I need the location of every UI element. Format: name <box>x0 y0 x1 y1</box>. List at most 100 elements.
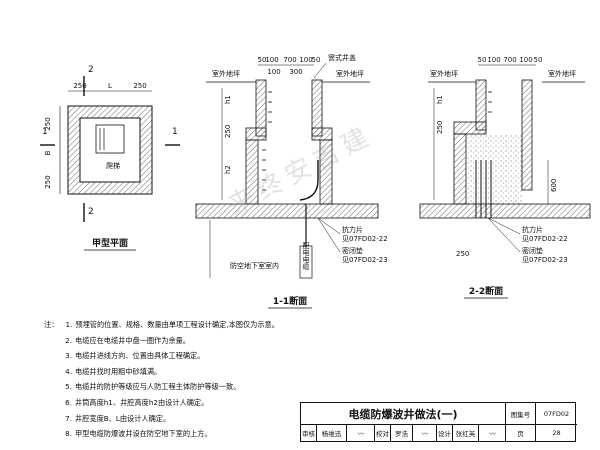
s1-shoulder-left <box>245 127 267 141</box>
s2-dim-250: 250 <box>436 121 444 134</box>
note-text: 电缆井的防护等级应与人防工程主体防护等级一致。 <box>75 382 241 392</box>
s2-dim-600: 600 <box>550 179 558 192</box>
s2-dim-0: 50 <box>478 56 487 64</box>
s1-callout-leader-1 <box>317 217 341 235</box>
notes-row-3: 3.电缆井进线方向、位置由具体工程确定。 <box>44 348 324 364</box>
plan-ladder-label: 爬梯 <box>106 161 120 170</box>
s1-dim-1: 100 <box>265 56 278 64</box>
s1-cable-label: 配电电缆 <box>302 242 310 271</box>
note-text: 电缆井找时用粗中砂填满。 <box>75 366 162 376</box>
s1-h1: h1 <box>224 95 232 104</box>
s1-callout-2-ref: 见07FD02-23 <box>342 256 388 264</box>
note-number: 7. <box>65 413 72 423</box>
s1-callout-1-ref: 见07FD02-22 <box>342 235 388 243</box>
notes-row-1: 注： 1.预埋管的位置、规格、数量由单项工程设计确定,本图仅为示意。 <box>44 317 324 333</box>
note-text: 电缆应在电缆井中盘一圈作为余量。 <box>75 335 191 345</box>
note-text: 井筒高度h1、井腔高度h2由设计人确定。 <box>75 397 209 407</box>
s2-shoulder <box>453 121 487 135</box>
s1-dim-2: 700 <box>283 56 296 64</box>
check-label: 校对 <box>375 425 391 441</box>
drawing-title: 电缆防爆波井做法(一) <box>301 403 506 425</box>
s1-dim-3: 100 <box>299 56 312 64</box>
page-number: 28 <box>552 429 561 437</box>
section-2-2: 50 100 700 100 50 室外地坪 室外地坪 <box>419 56 591 299</box>
s1-callout-1: 抗力片 <box>342 225 363 234</box>
notes-row-8: 8.甲型电缆防爆波井设在防空地下室的上方。 <box>44 426 324 442</box>
s2-h1: h1 <box>436 95 444 104</box>
notes-row-6: 6.井筒高度h1、井腔高度h2由设计人确定。 <box>44 395 324 411</box>
title-block: 电缆防爆波井做法(一) 图集号 07FD02 审核 杨维迅 〰 校对 罗浩 〰 … <box>300 402 577 442</box>
s1-cover-leader <box>313 62 327 79</box>
s2-ladder-rungs <box>488 91 492 113</box>
s2-callout-1-ref: 见07FD02-22 <box>522 235 568 243</box>
plan-dim-left-mid: B <box>44 150 52 155</box>
s2-callout-2-ref: 见07FD02-23 <box>522 256 568 264</box>
plan-shaft-opening <box>95 124 125 154</box>
s1-shaft-wall-left <box>255 79 267 137</box>
notes-row-4: 4.电缆井找时用粗中砂填满。 <box>44 364 324 380</box>
s1-dim-4: 50 <box>312 56 321 64</box>
s2-callout-leader-1 <box>487 217 521 235</box>
s1-cable <box>299 160 319 201</box>
s2-chamber-wall-left <box>453 133 467 205</box>
s1-callout-leader-2 <box>317 217 341 253</box>
note-text: 电缆井进线方向、位置由具体工程确定。 <box>75 351 205 361</box>
note-number: 3. <box>65 351 72 361</box>
section-label-1-left: 1 <box>42 127 48 137</box>
s1-shaft-wall-right <box>311 79 323 137</box>
s2-dim-4: 50 <box>534 56 543 64</box>
note-text: 甲型电缆防爆波井设在防空地下室的上方。 <box>75 429 212 439</box>
design-label: 设计 <box>437 425 453 441</box>
note-text: 井腔宽度B、L由设计人确定。 <box>75 413 171 423</box>
section-label-1-right: 1 <box>172 127 178 137</box>
plan-title: 甲型平面 <box>92 237 128 249</box>
s1-title: 1-1断面 <box>273 295 307 307</box>
plan-dim-left-top: 250 <box>44 117 52 130</box>
notes-row-7: 7.井腔宽度B、L由设计人确定。 <box>44 411 324 427</box>
design-name: 张红英 <box>453 425 479 441</box>
s1-ladder-rungs <box>262 91 272 191</box>
s1-callout-2: 密闭垫 <box>342 246 363 255</box>
notes-row-5: 5.电缆井的防护等级应与人防工程主体防护等级一致。 <box>44 379 324 395</box>
s2-ground-left: 室外地坪 <box>430 69 458 78</box>
s1-dim-250: 250 <box>224 125 232 138</box>
s1-ground-left: 室外地坪 <box>212 69 240 78</box>
s1-ground-right: 室外地坪 <box>336 69 364 78</box>
plan-dim-left-bottom: 250 <box>44 175 52 188</box>
check-name: 罗浩 <box>391 425 413 441</box>
section-1-1: 50 100 700 100 50 100 300 窨式井盖 室外地坪 室外地坪 <box>195 53 388 309</box>
note-text: 预埋管的位置、规格、数量由单项工程设计确定,本图仅为示意。 <box>75 320 279 329</box>
s1-dim2-0: 100 <box>267 68 280 76</box>
plan-dim-top-left: 250 <box>73 82 86 90</box>
s1-dim-0: 50 <box>258 56 267 64</box>
section-label-2-top: 2 <box>88 65 94 75</box>
s2-title: 2-2断面 <box>469 285 503 297</box>
review-name: 杨维迅 <box>317 425 347 441</box>
page-label: 页 <box>506 425 536 441</box>
s1-floor-slab <box>195 203 379 219</box>
section-label-2-bottom: 2 <box>88 207 94 217</box>
note-number: 2. <box>65 335 72 345</box>
s1-room-label: 防空地下室室内 <box>230 261 279 270</box>
s2-shaft-wall-right <box>521 79 533 191</box>
notes-label: 注： <box>44 320 59 329</box>
ladder-icon <box>99 128 105 150</box>
s2-floor-slab <box>419 203 591 219</box>
notes-row-2: 2.电缆应在电缆井中盘一圈作为余量。 <box>44 333 324 349</box>
s1-cover-label: 窨式井盖 <box>328 53 356 62</box>
note-number: 1. <box>65 320 73 329</box>
plan-dim-top-right: 250 <box>133 82 146 90</box>
atlas-label: 图集号 <box>506 403 536 425</box>
note-number: 6. <box>65 397 72 407</box>
s1-cable-box <box>299 245 313 279</box>
s1-h2: h2 <box>224 165 232 174</box>
plan-view: 250 L 250 250 B 250 爬梯 2 2 1 1 甲型平面 <box>40 65 180 251</box>
s2-dim-1: 100 <box>487 56 500 64</box>
note-number: 4. <box>65 366 72 376</box>
plan-dim-top-mid: L <box>108 82 112 90</box>
note-number: 5. <box>65 382 72 392</box>
s2-callout-leader-2 <box>487 217 521 253</box>
s2-dim-3: 100 <box>519 56 532 64</box>
note-number: 8. <box>65 429 72 439</box>
atlas-number: 07FD02 <box>536 403 577 425</box>
